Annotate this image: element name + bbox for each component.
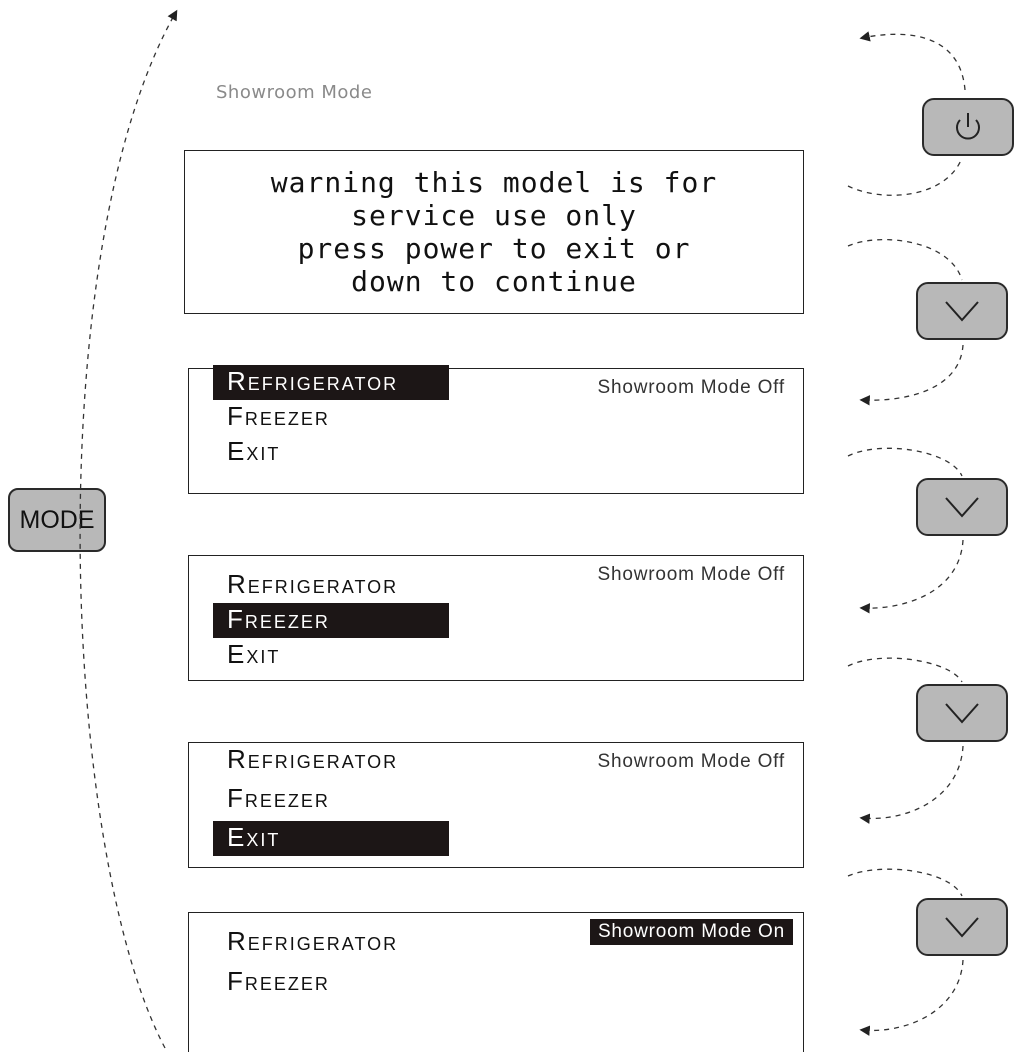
display-screen-2: Refrigerator Freezer Exit Showroom Mode … xyxy=(188,555,804,681)
display-screen-4: Refrigerator Freezer Showroom Mode On xyxy=(188,912,804,1052)
status-label: Showroom Mode Off xyxy=(597,377,785,398)
warning-line: down to continue xyxy=(351,265,637,298)
menu-item-freezer: Freezer xyxy=(227,401,330,431)
menu-item-exit: Exit xyxy=(227,436,281,466)
diagram-title: Showroom Mode xyxy=(216,82,373,103)
display-screen-1: Refrigerator Freezer Exit Showroom Mode … xyxy=(188,365,804,494)
down-out-arrow xyxy=(859,959,964,1036)
down-in-arrow xyxy=(847,657,963,683)
status-label: Showroom Mode Off xyxy=(597,564,785,585)
menu-item-freezer: Freezer xyxy=(213,603,449,638)
menu-item-freezer: Freezer xyxy=(227,966,330,996)
power-arrow xyxy=(859,31,966,91)
power-return xyxy=(847,157,963,196)
chevron-down-icon xyxy=(945,301,979,322)
status-label: Showroom Mode On xyxy=(589,919,793,945)
menu-item-refrigerator: Refrigerator xyxy=(227,569,399,599)
status-label: Showroom Mode Off xyxy=(597,751,785,772)
power-icon xyxy=(956,113,980,140)
down-out-arrow xyxy=(859,539,964,614)
down-out-arrow xyxy=(859,745,964,824)
down-button[interactable] xyxy=(916,282,1008,340)
menu-item-freezer: Freezer xyxy=(227,783,330,813)
down-in-arrow xyxy=(847,868,963,897)
down-in-arrow xyxy=(847,238,963,281)
menu-item-refrigerator: Refrigerator xyxy=(213,365,449,400)
down-in-arrow xyxy=(847,447,963,477)
warning-line: service use only xyxy=(351,199,637,232)
chevron-down-icon xyxy=(945,497,979,518)
menu-item-refrigerator: Refrigerator xyxy=(227,926,399,956)
menu-item-refrigerator: Refrigerator xyxy=(227,744,399,774)
menu-item-exit: Exit xyxy=(227,639,281,669)
warning-line: press power to exit or xyxy=(297,232,691,265)
down-out-arrow xyxy=(859,344,964,406)
warning-line: warning this model is for xyxy=(270,166,718,199)
chevron-down-icon xyxy=(945,703,979,724)
display-screen-3: Refrigerator Freezer Exit Showroom Mode … xyxy=(188,742,804,868)
mode-button[interactable]: MODE xyxy=(8,488,106,552)
warning-display: warning this model is for service use on… xyxy=(184,150,804,314)
down-button[interactable] xyxy=(916,684,1008,742)
chevron-down-icon xyxy=(945,917,979,938)
menu-item-exit: Exit xyxy=(213,821,449,856)
mode-arc-arrow xyxy=(79,9,178,1049)
down-button[interactable] xyxy=(916,478,1008,536)
power-button[interactable] xyxy=(922,98,1014,156)
down-button[interactable] xyxy=(916,898,1008,956)
